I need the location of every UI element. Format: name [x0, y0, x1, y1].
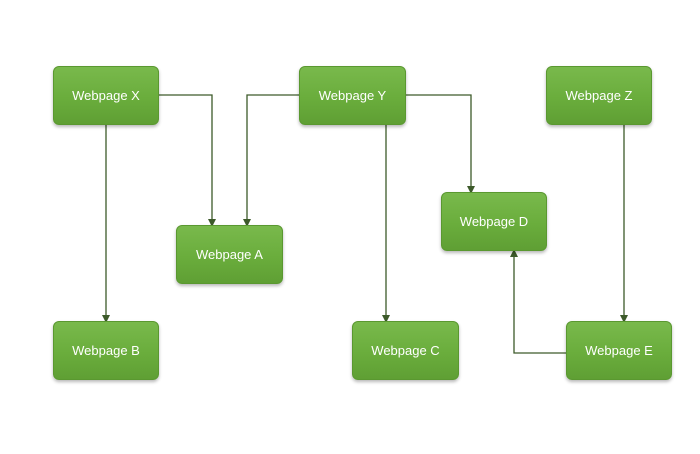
node-label: Webpage Z [565, 88, 633, 103]
node-label: Webpage Y [318, 88, 387, 103]
connector-y-to-d [406, 94, 475, 194]
connector-e-to-d [510, 249, 566, 354]
node-webpage-y: Webpage Y [299, 66, 406, 125]
node-webpage-x: Webpage X [53, 66, 159, 125]
node-label: Webpage D [459, 214, 529, 229]
node-label: Webpage A [196, 247, 263, 262]
node-webpage-z: Webpage Z [546, 66, 652, 125]
node-webpage-e: Webpage E [566, 321, 672, 380]
node-label: Webpage B [72, 343, 140, 358]
node-webpage-b: Webpage B [53, 321, 159, 380]
node-webpage-c: Webpage C [352, 321, 459, 380]
node-webpage-a: Webpage A [176, 225, 283, 284]
connector-y-to-a [243, 94, 299, 227]
node-webpage-d: Webpage D [441, 192, 547, 251]
connector-x-to-a [159, 94, 216, 227]
node-label: Webpage X [72, 88, 140, 103]
node-label: Webpage E [585, 343, 653, 358]
node-label: Webpage C [371, 343, 440, 358]
